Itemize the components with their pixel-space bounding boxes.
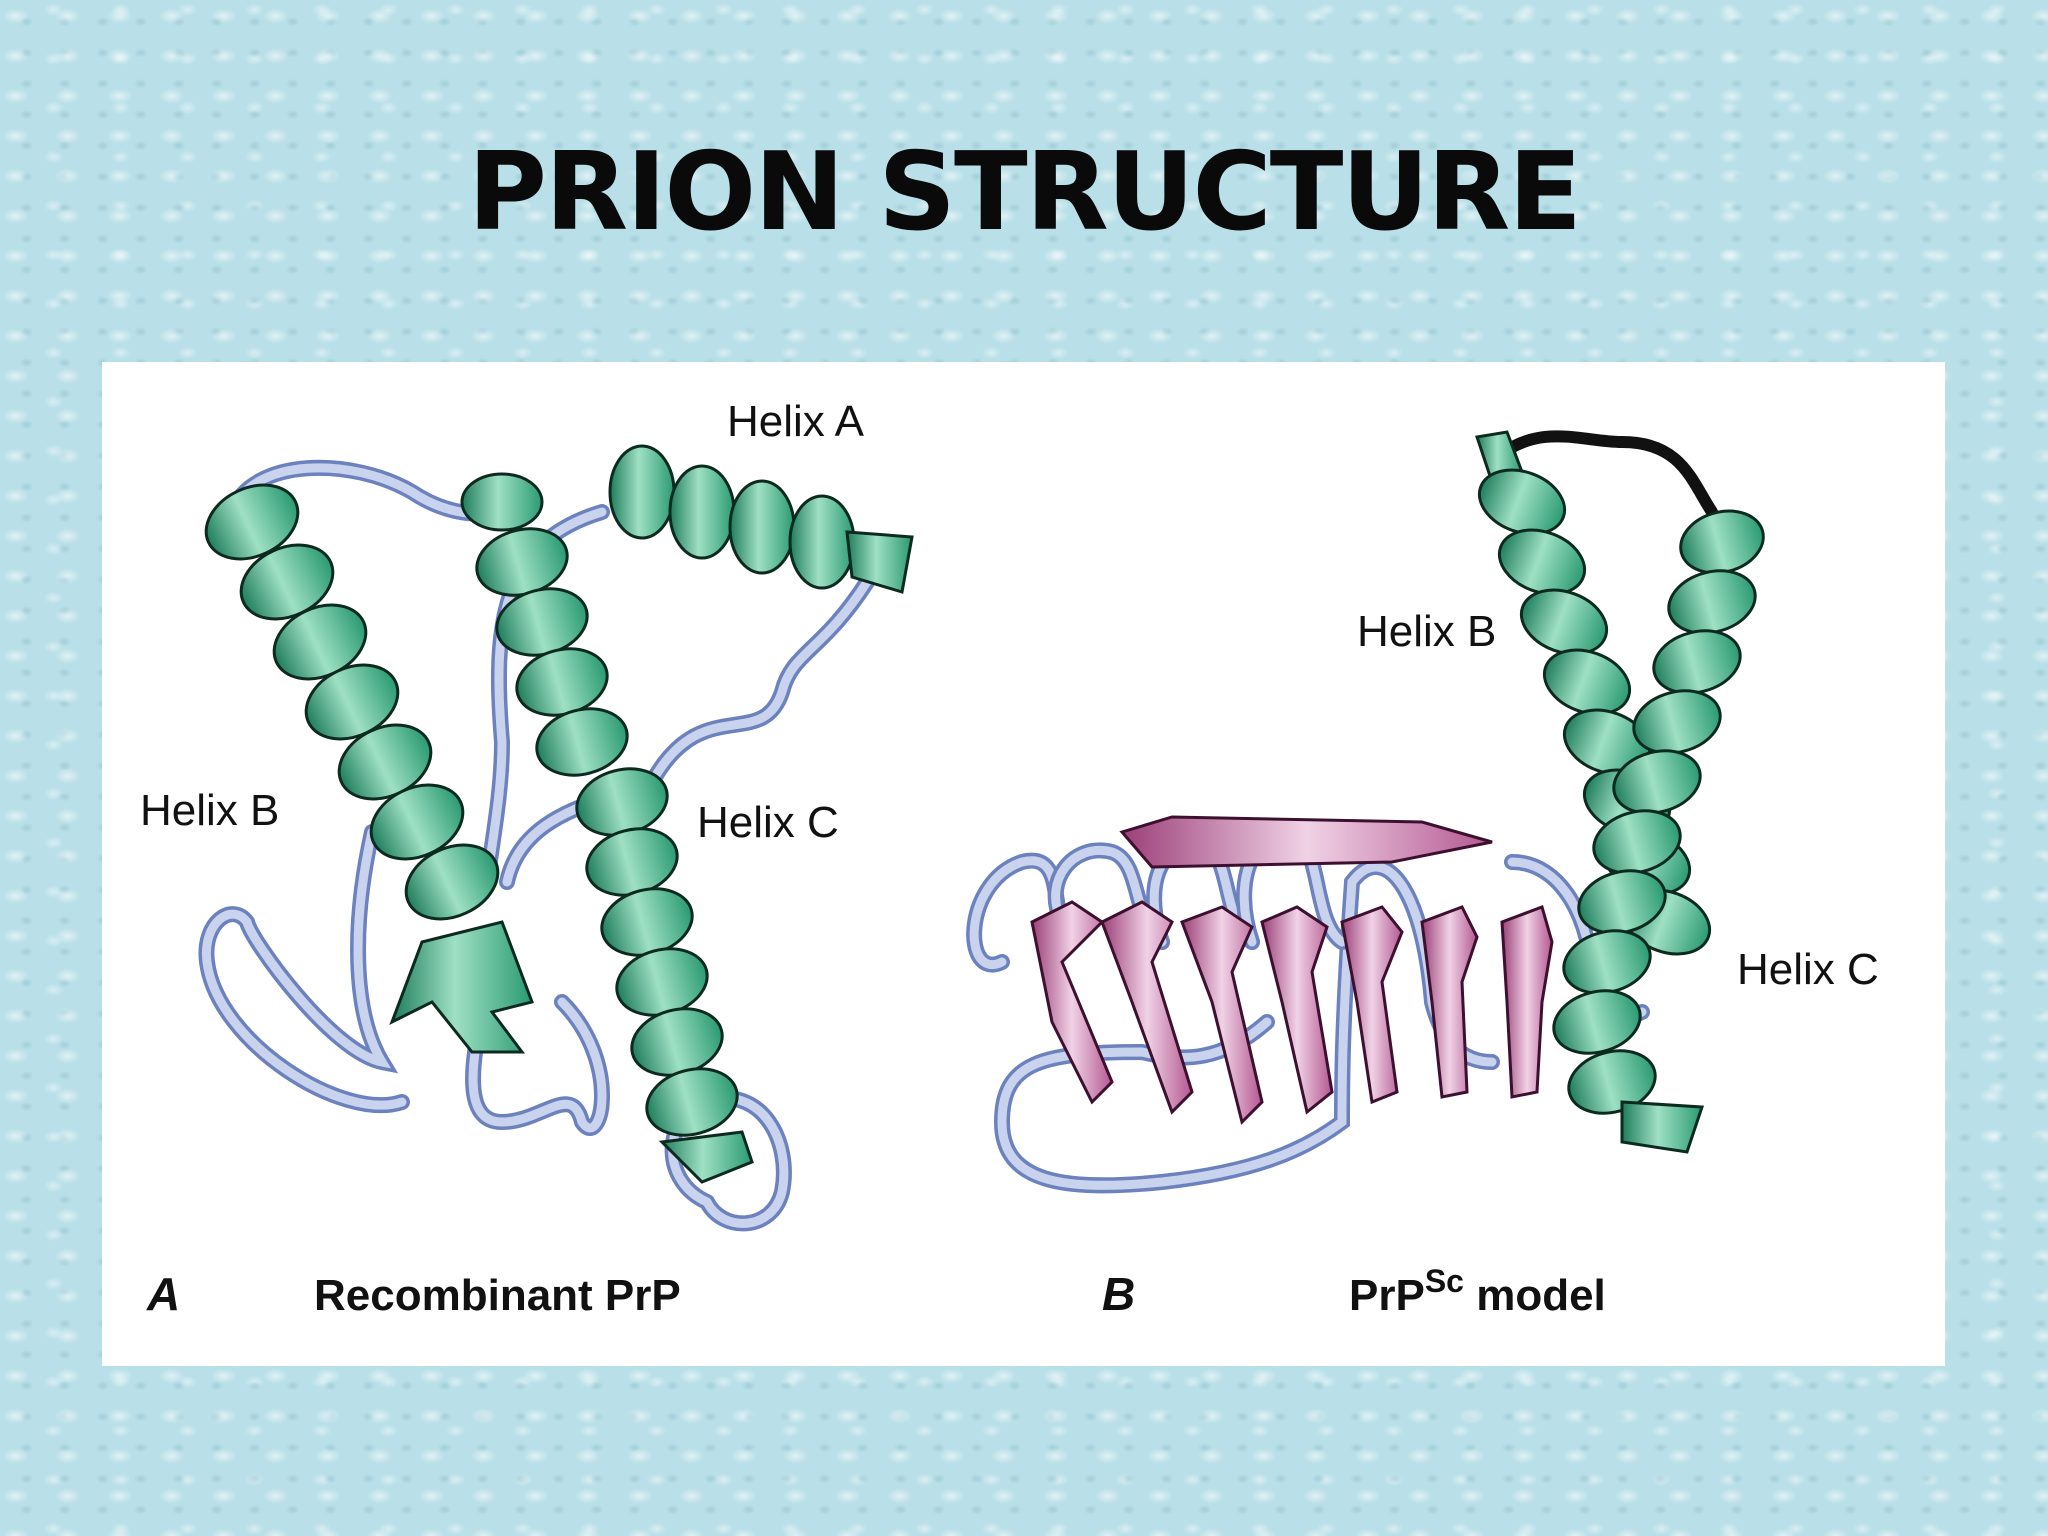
slide-title: PRION STRUCTURE [467, 130, 1582, 255]
panel-a-helix-a [608, 444, 914, 594]
figure-panel: Helix A Helix B Helix C [102, 362, 1945, 1366]
panel-b-beta-strands [1030, 815, 1554, 1125]
panel-a-helix-b-label: Helix B [140, 786, 279, 835]
panel-b-caption-tail: model [1464, 1271, 1606, 1320]
panel-a-helix-c-label: Helix C [697, 798, 839, 847]
panel-b-helix-c [1552, 509, 1765, 1154]
panel-b-caption-superscript: Sc [1425, 1263, 1464, 1299]
panel-b-helix-b-label: Helix B [1357, 607, 1496, 656]
panel-a-coil-loops [198, 459, 875, 1232]
panel-a-structure [198, 444, 914, 1232]
panel-b-structure [966, 430, 1765, 1194]
panel-b-caption: PrPSc model [1349, 1263, 1606, 1320]
panel-b-letter: B [1102, 1268, 1135, 1320]
panel-a-helix-b [204, 483, 534, 1054]
panel-a-caption: Recombinant PrP [314, 1271, 681, 1320]
panel-a-letter: A [146, 1268, 180, 1320]
prion-structure-figure: Helix A Helix B Helix C [140, 397, 1879, 1320]
panel-a-helix-c [460, 472, 754, 1184]
panel-a-helix-a-label: Helix A [727, 397, 865, 446]
panel-b-helix-c-label: Helix C [1737, 945, 1879, 994]
panel-b-caption-main: PrP [1349, 1271, 1425, 1320]
panel-b-linker-loop [1491, 430, 1718, 518]
